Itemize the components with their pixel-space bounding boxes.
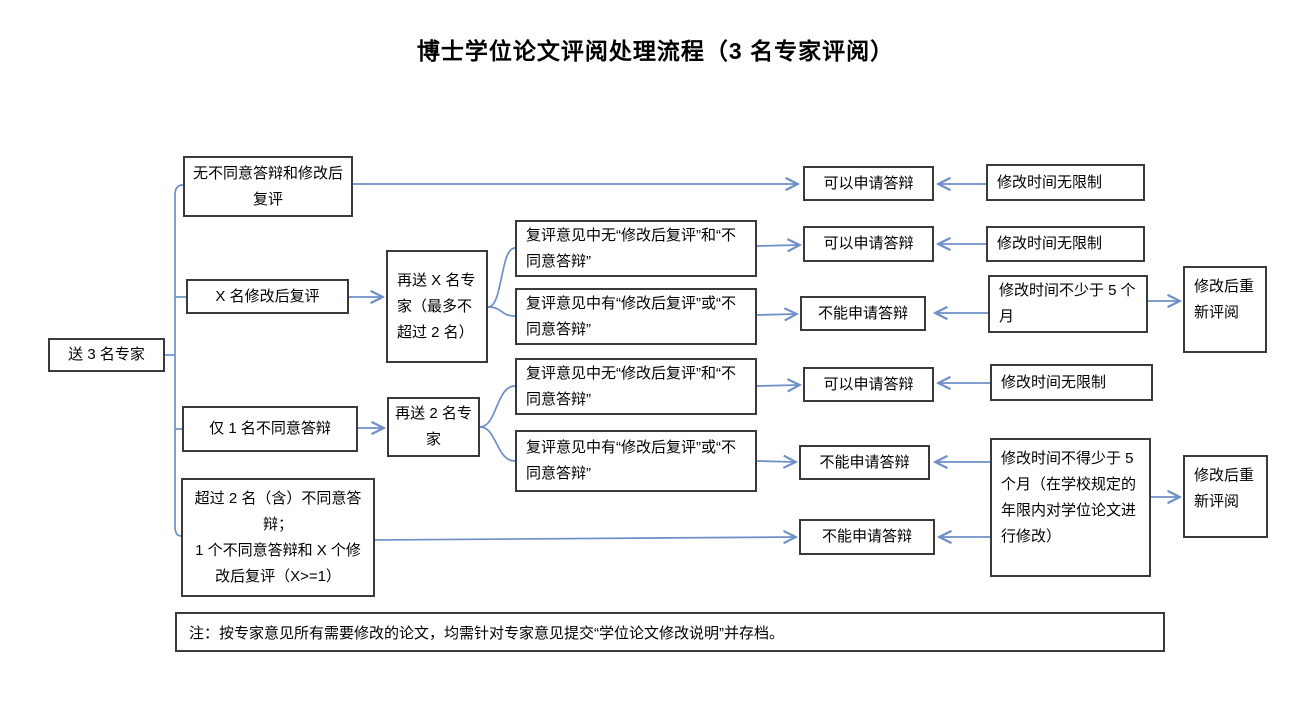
node-min-5-months-school: 修改时间不得少于 5 个月（在学校规定的年限内对学位论文进行修改） [990, 438, 1151, 577]
node-over-two: 超过 2 名（含）不同意答辩； 1 个不同意答辩和 X 个修改后复评（X>=1） [181, 478, 375, 597]
node-cannot-defend-3: 不能申请答辩 [799, 519, 935, 555]
node-resend-2: 再送 2 名专家 [387, 397, 480, 457]
page-title: 博士学位论文评阅处理流程（3 名专家评阅） [416, 38, 895, 64]
spine-vertical [174, 184, 184, 537]
node-no-objection: 无不同意答辩和修改后复评 [183, 156, 353, 217]
node-rereview-2: 修改后重新评阅 [1183, 455, 1268, 538]
node-can-defend-1: 可以申请答辩 [803, 166, 934, 201]
brace-resend2-top [479, 385, 516, 428]
node-can-defend-3: 可以申请答辩 [803, 367, 934, 402]
node-review-none-1: 复评意见中无“修改后复评”和“不同意答辩” [515, 220, 757, 277]
arrow-reviewnone2-candefend3 [756, 385, 799, 386]
node-cannot-defend-1: 不能申请答辩 [800, 296, 926, 331]
node-no-time-limit-1: 修改时间无限制 [986, 164, 1145, 201]
brace-resendx-bottom [487, 306, 516, 317]
node-review-has-1: 复评意见中有“修改后复评”或“不同意答辩” [515, 288, 757, 345]
node-review-has-2: 复评意见中有“修改后复评”或“不同意答辩” [515, 430, 757, 492]
brace-resendx-top [487, 247, 516, 308]
node-no-time-limit-2: 修改时间无限制 [986, 226, 1145, 262]
node-resend-x: 再送 X 名专家（最多不超过 2 名） [386, 250, 488, 363]
arrow-reviewnone1-candefend2 [756, 245, 799, 246]
arrow-reviewhas1-cannotdefend1 [756, 314, 796, 315]
arrow-reviewhas2-cannotdefend2 [756, 461, 795, 462]
node-min-5-months: 修改时间不少于 5 个月 [988, 275, 1148, 333]
node-rereview-1: 修改后重新评阅 [1183, 266, 1267, 353]
arrow-overtwo-cannotdefend [374, 537, 795, 540]
node-x-revise: X 名修改后复评 [186, 279, 349, 314]
node-one-disagree: 仅 1 名不同意答辩 [182, 406, 358, 452]
node-can-defend-2: 可以申请答辩 [803, 226, 934, 262]
brace-resend2-bottom [479, 426, 516, 462]
node-start: 送 3 名专家 [48, 338, 165, 372]
node-no-time-limit-3: 修改时间无限制 [990, 364, 1153, 401]
node-review-none-2: 复评意见中无“修改后复评”和“不同意答辩” [515, 358, 757, 415]
node-cannot-defend-2: 不能申请答辩 [799, 445, 930, 480]
footnote: 注：按专家意见所有需要修改的论文，均需针对专家意见提交“学位论文修改说明”并存档… [175, 612, 1165, 652]
